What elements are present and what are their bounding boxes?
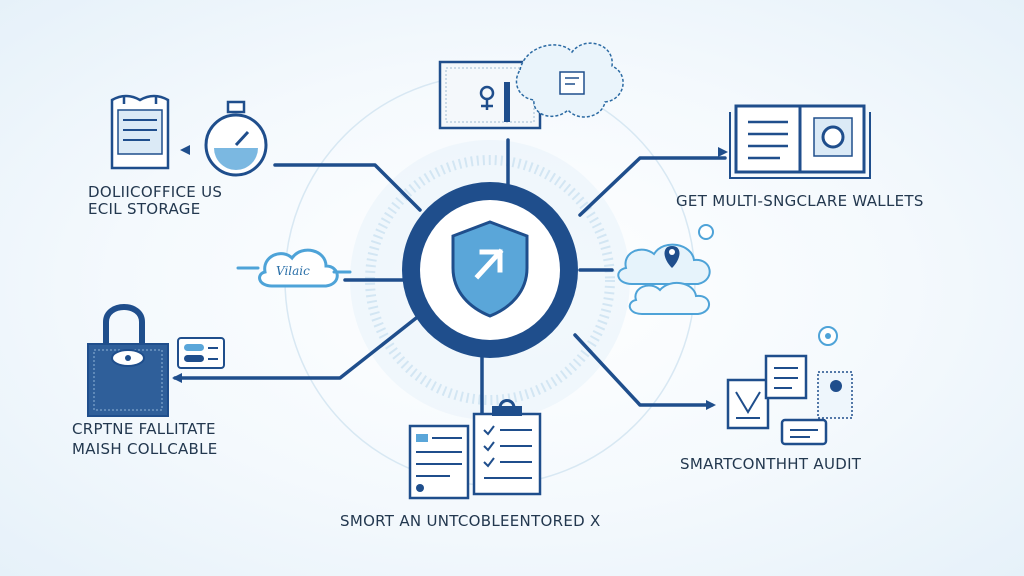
cloud-location-icon	[617, 224, 714, 315]
center-hub[interactable]	[402, 182, 578, 358]
cloud-word: Vilaic	[276, 264, 310, 278]
connector-lines	[173, 138, 727, 422]
label-bottom-center: SMORT AN UNTCOBLEENTORED X	[340, 512, 601, 530]
arrow-bottom-right	[706, 400, 716, 410]
arrow-bottom-left	[172, 373, 182, 383]
documents-icon	[408, 424, 470, 500]
document-stand-icon	[110, 94, 170, 170]
label-top-left-line1: DOLIICOFFICE US	[88, 183, 223, 201]
label-top-left-line2: ECIL STORAGE	[88, 200, 201, 218]
thought-cloud-icon	[515, 42, 624, 118]
arrow-top-left	[180, 145, 190, 155]
cloud-icon: Vilaic	[236, 248, 352, 288]
connector-top-right	[578, 156, 727, 217]
label-bottom-right: SMARTCONTHHT AUDIT	[680, 455, 862, 473]
toggle-panel-icon	[177, 337, 225, 369]
center-shield-icon	[451, 220, 529, 318]
checklist-icon	[472, 399, 542, 496]
stopwatch-icon	[204, 100, 268, 177]
documents-cluster-icon	[726, 326, 853, 446]
connector-bottom-left	[173, 313, 422, 380]
arrow-top-right	[718, 147, 728, 157]
open-book-icon	[729, 104, 871, 179]
label-bottom-left-line2: MAISH COLLCABLE	[72, 440, 218, 458]
label-top-right: GET MULTI-SNGCLARE WALLETS	[676, 192, 924, 210]
padlock-safe-icon	[87, 304, 169, 417]
label-bottom-left-line1: CRPTNE FALLITATE	[72, 420, 216, 438]
connector-bottom-right	[573, 333, 714, 407]
connector-top-left	[273, 163, 422, 212]
